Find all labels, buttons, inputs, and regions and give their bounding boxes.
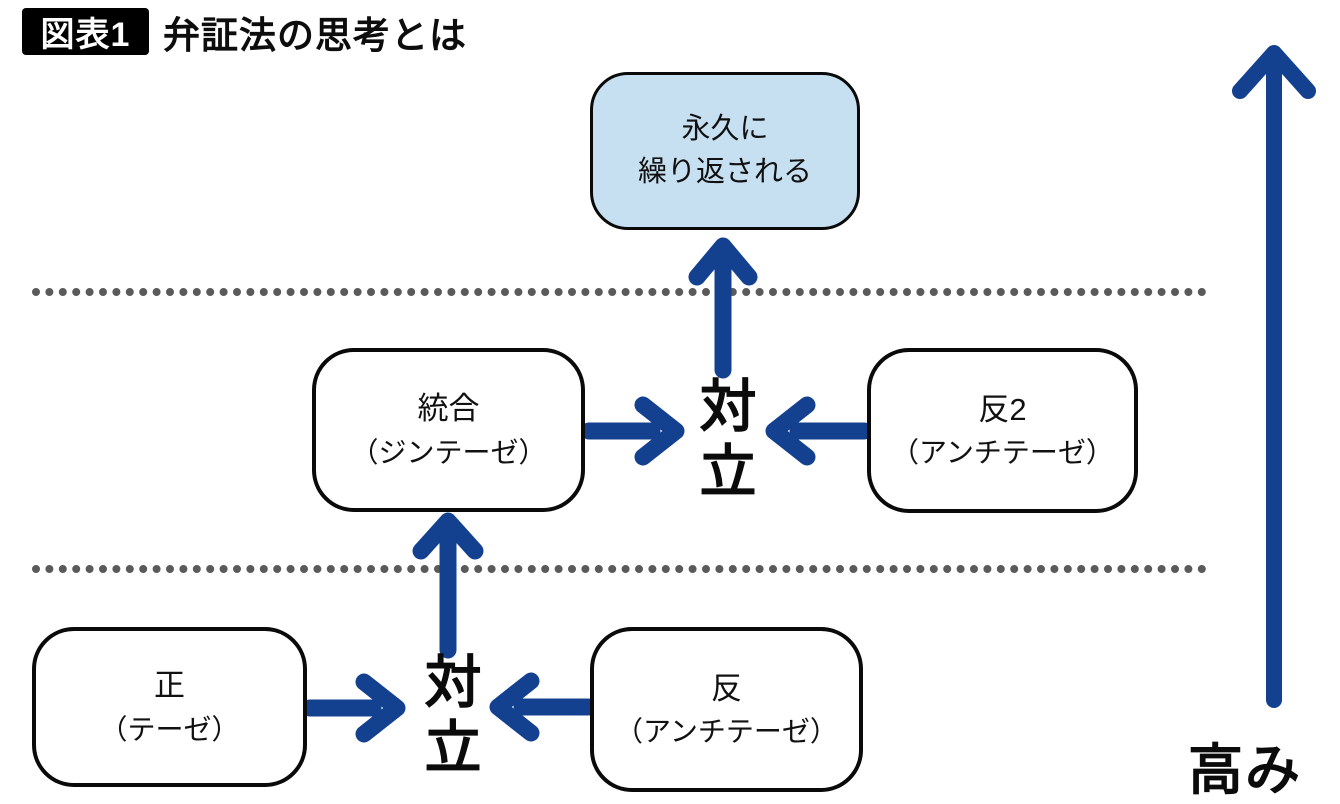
arrow-left-antithesis1-to-conflict <box>489 672 597 742</box>
arrow-right-thesis-to-conflict <box>301 673 406 743</box>
node-eternal-line1: 永久に <box>681 112 769 145</box>
arrow-up-conflict-to-eternal <box>688 237 758 379</box>
arrow-left-antithesis2-to-conflict <box>765 396 873 466</box>
node-antithesis2: 反2 （アンチテーゼ） <box>867 348 1138 513</box>
node-eternal-line2: 繰り返される <box>637 156 812 188</box>
height-label: 高み <box>1188 739 1303 801</box>
node-synthesis-line2: （ジンテーゼ） <box>350 436 547 468</box>
figure-badge: 図表1 <box>22 8 149 55</box>
node-eternal: 永久に 繰り返される <box>590 72 860 230</box>
figure-header: 図表1 弁証法の思考とは <box>22 8 467 56</box>
node-antithesis1-line1: 反 <box>711 670 742 706</box>
node-antithesis2-line2: （アンチテーゼ） <box>891 437 1114 469</box>
conflict-label-upper: 対立 <box>691 376 755 506</box>
figure-title: 弁証法の思考とは <box>163 14 467 56</box>
node-thesis: 正 （テーゼ） <box>32 627 307 787</box>
node-synthesis: 統合 （ジンテーゼ） <box>312 348 585 512</box>
arrow-up-height <box>1232 45 1316 708</box>
node-antithesis2-line1: 反2 <box>978 391 1027 427</box>
node-antithesis1: 反 （アンチテーゼ） <box>590 627 863 792</box>
node-antithesis1-line2: （アンチテーゼ） <box>615 716 838 748</box>
node-thesis-line1: 正 <box>154 668 185 704</box>
arrow-up-conflict-to-synthesis <box>412 512 484 659</box>
node-thesis-line2: （テーゼ） <box>99 713 240 745</box>
node-synthesis-line1: 統合 <box>417 391 480 427</box>
arrow-right-synthesis-to-conflict <box>580 396 685 466</box>
conflict-label-lower: 対立 <box>416 652 480 782</box>
